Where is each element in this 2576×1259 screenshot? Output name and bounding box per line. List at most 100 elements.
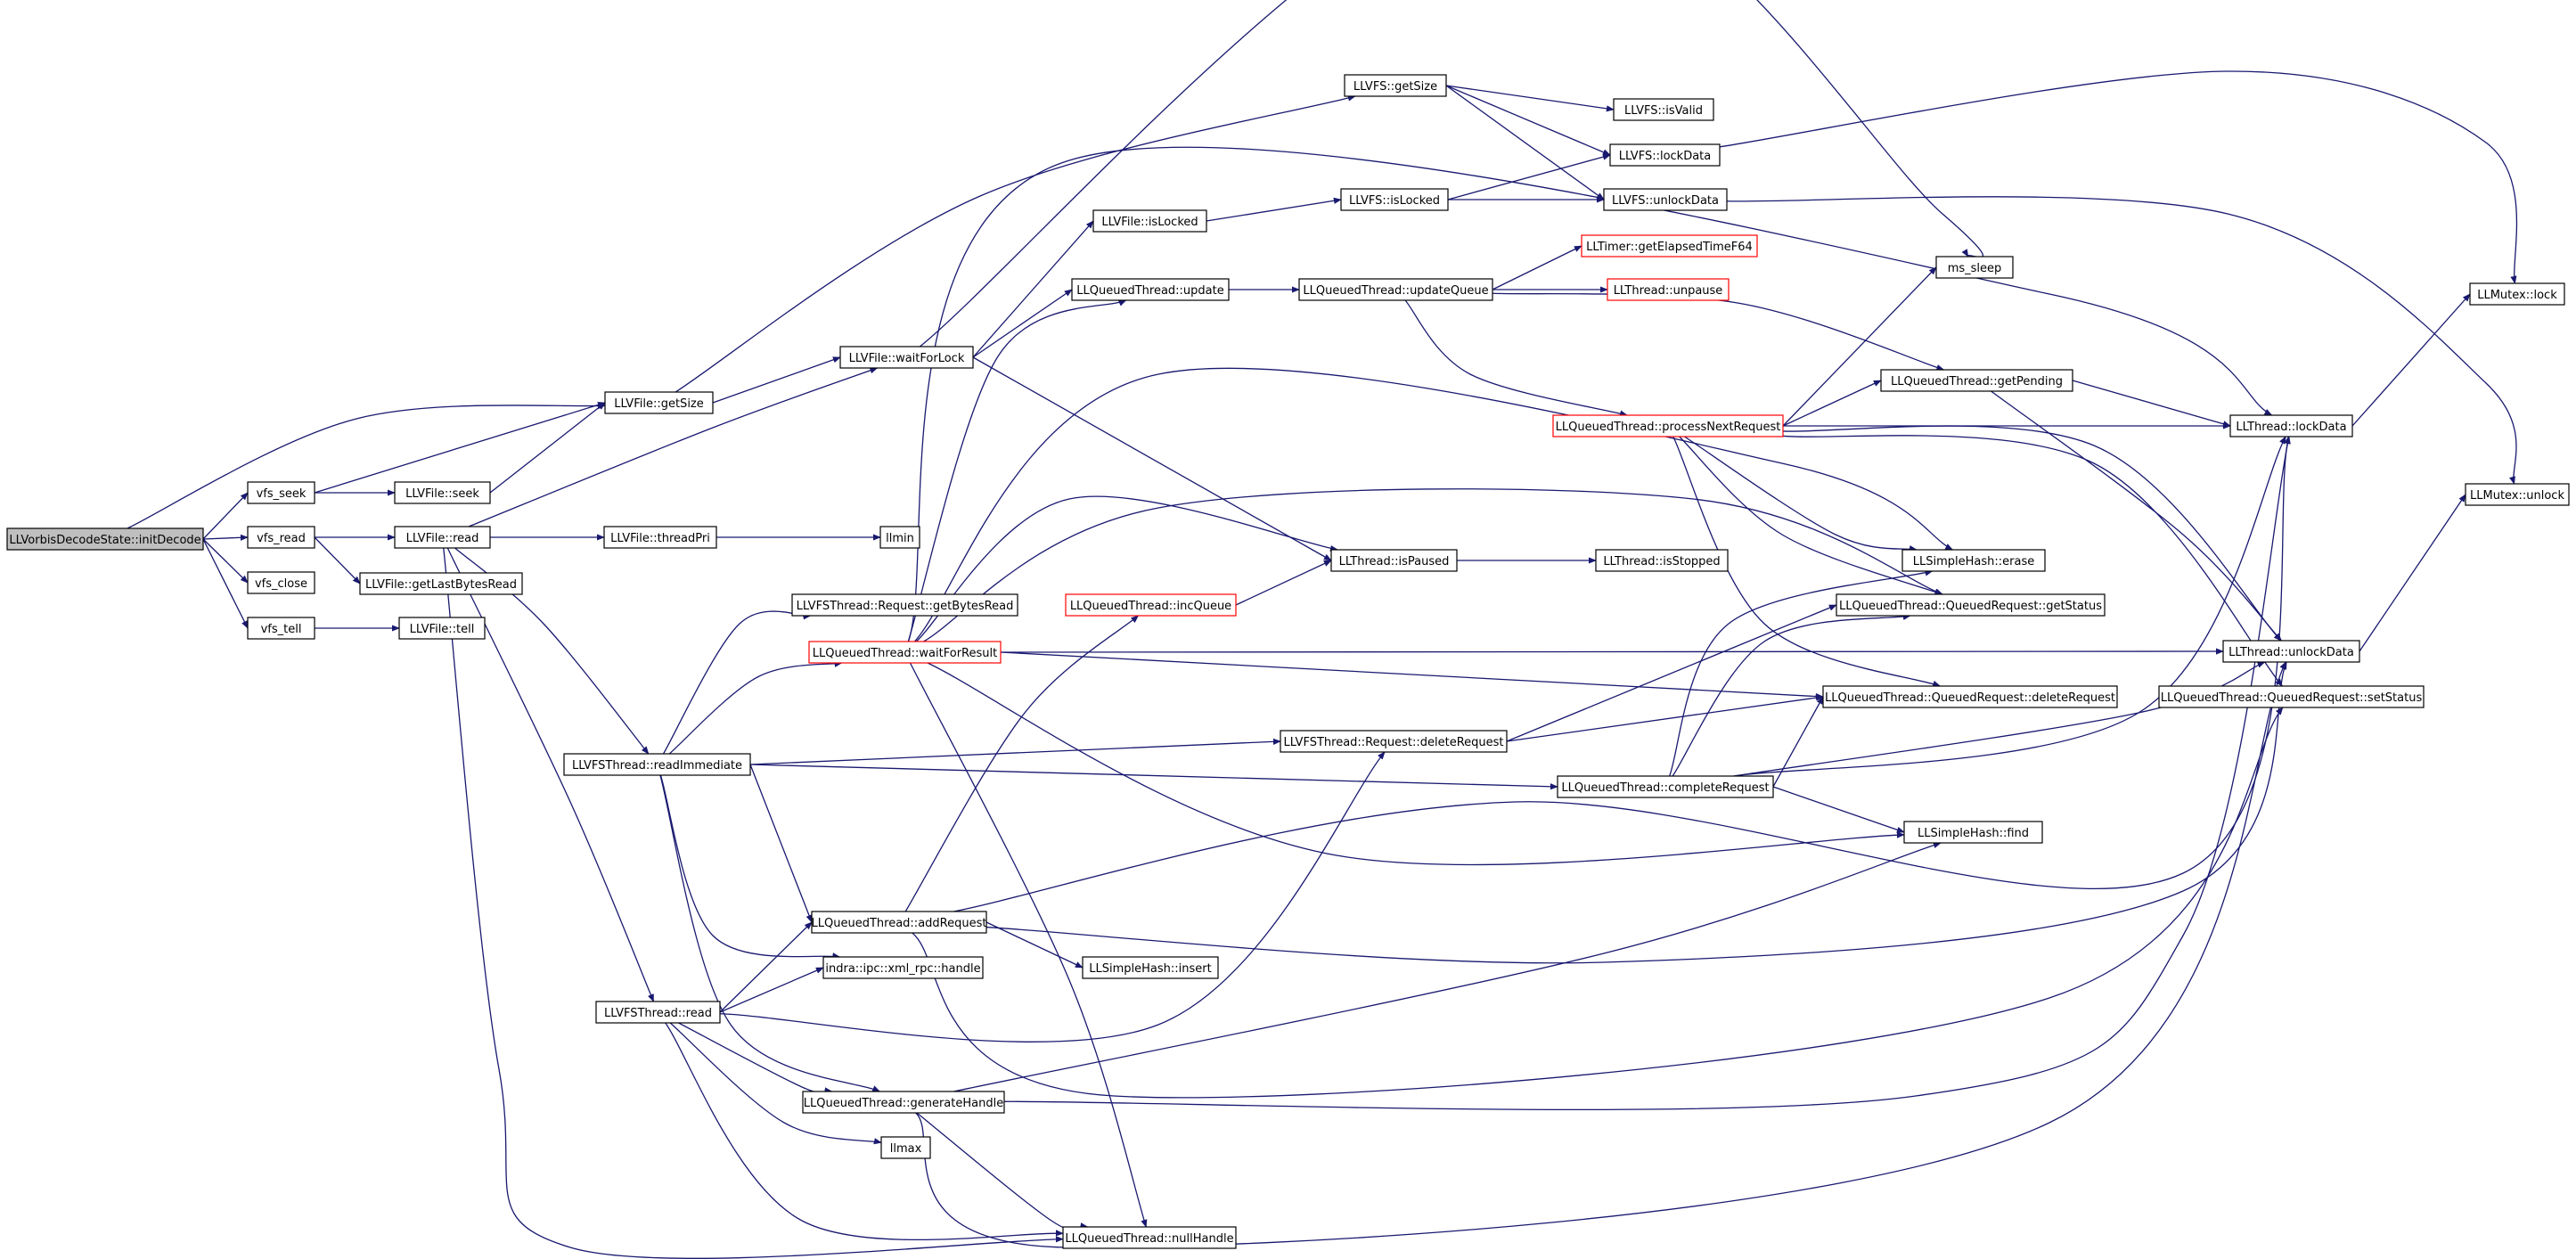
edge-vfs-read-to-llvfile-getlastbytesread: [314, 536, 361, 585]
node-label: LLVFile::threadPri: [610, 532, 710, 545]
node-llqt-req-deleterequest[interactable]: LLQueuedThread::QueuedRequest::deleteReq…: [1822, 685, 2118, 708]
node-box: [1280, 730, 1508, 753]
node-lltimer-elapsed[interactable]: LLTimer::getElapsedTimeF64: [1581, 234, 1758, 258]
node-llmax[interactable]: llmax: [880, 1136, 931, 1159]
node-llthread-unlockdata[interactable]: LLThread::unlockData: [2222, 640, 2360, 663]
node-box: [1071, 278, 1230, 301]
node-llvfile-getsize[interactable]: LLVFile::getSize: [604, 391, 714, 414]
node-initDecode[interactable]: LLVorbisDecodeState::initDecode: [6, 527, 204, 551]
node-llvfile-islocked[interactable]: LLVFile::isLocked: [1092, 209, 1207, 233]
node-label: vfs_seek: [257, 487, 307, 501]
node-label: LLQueuedThread::nullHandle: [1065, 1232, 1233, 1246]
node-llqt-req-setstatus[interactable]: LLQueuedThread::QueuedRequest::setStatus: [2158, 685, 2425, 708]
node-label: LLSimpleHash::find: [1918, 827, 2029, 840]
node-llqt-getpending[interactable]: LLQueuedThread::getPending: [1880, 369, 2073, 392]
edge-llqt-addrequest-to-llsimplehash-insert: [985, 921, 1084, 969]
node-llvfsthread-req-deleterequest[interactable]: LLVFSThread::Request::deleteRequest: [1280, 730, 1508, 753]
node-label: LLVFS::unlockData: [1612, 194, 1719, 208]
node-llqt-req-getstatus[interactable]: LLQueuedThread::QueuedRequest::getStatus: [1836, 593, 2106, 617]
node-box: [247, 571, 315, 594]
edge-llqt-completerequest-to-llqt-req-deleterequest: [1772, 696, 1824, 788]
node-llmin[interactable]: llmin: [879, 526, 920, 549]
node-llmutex-lock[interactable]: LLMutex::lock: [2469, 282, 2565, 306]
node-llsimplehash-insert[interactable]: LLSimpleHash::insert: [1082, 956, 1219, 979]
node-label: LLMutex::lock: [2477, 289, 2557, 302]
edge-llvfsthread-read-to-indra-handle: [719, 967, 824, 1013]
node-llvfs-lockdata[interactable]: LLVFS::lockData: [1609, 143, 1721, 167]
edge-llqt-waitforresult-to-llqt-req-getstatus: [923, 488, 1943, 642]
node-box: [2469, 282, 2565, 306]
node-box: [247, 481, 315, 504]
node-label: LLVorbisDecodeState::initDecode: [9, 534, 200, 547]
node-box: [1092, 209, 1207, 233]
node-llvfile-waitforlock[interactable]: LLVFile::waitForLock: [839, 346, 974, 369]
node-llvfile-tell[interactable]: LLVFile::tell: [398, 617, 486, 640]
node-llvfsthread-read[interactable]: LLVFSThread::read: [595, 1001, 721, 1024]
edge-llqt-waitforresult-to-llqt-nullhandle: [909, 662, 1148, 1228]
edge-llqt-addrequest-to-llthread-lockdata: [953, 436, 2291, 912]
edge-llqt-waitforresult-to-llsimplehash-find: [927, 662, 1905, 866]
edge-llvfsthread-readimmediate-to-llqt-addrequest: [749, 764, 813, 923]
node-box: [1581, 234, 1758, 258]
edge-llthread-unlockdata-to-llmutex-unlock: [2359, 494, 2466, 652]
node-box: [398, 617, 486, 640]
node-llqt-nullhandle[interactable]: LLQueuedThread::nullHandle: [1062, 1226, 1237, 1249]
node-box: [1607, 278, 1730, 301]
node-label: LLQueuedThread::getPending: [1891, 375, 2063, 388]
node-llqt-processnext[interactable]: LLQueuedThread::processNextRequest: [1552, 414, 1784, 437]
node-label: LLVFS::getSize: [1353, 80, 1437, 94]
node-llthread-lockdata[interactable]: LLThread::lockData: [2229, 414, 2353, 437]
node-llvfs-islocked[interactable]: LLVFS::isLocked: [1340, 188, 1449, 211]
node-llvfile-read[interactable]: LLVFile::read: [394, 526, 491, 549]
edge-llvfsthread-readimmediate-to-indra-handle: [659, 774, 841, 960]
node-llmutex-unlock[interactable]: LLMutex::unlock: [2465, 483, 2570, 506]
node-vfs-seek[interactable]: vfs_seek: [247, 481, 315, 504]
node-label: LLQueuedThread::QueuedRequest::setStatus: [2161, 691, 2423, 705]
node-label: LLVFSThread::readImmediate: [572, 759, 742, 773]
edge-llqt-waitforresult-to-llsimplehash-erase: [913, 367, 1954, 642]
node-box: [1935, 256, 2014, 279]
edge-llvfsthread-readimmediate-to-llqt-waitforresult: [668, 660, 843, 755]
node-llthread-ispaused[interactable]: LLThread::isPaused: [1330, 549, 1458, 572]
node-llvfile-threadpri[interactable]: LLVFile::threadPri: [603, 526, 717, 549]
node-llvfsthread-readimmediate[interactable]: LLVFSThread::readImmediate: [563, 753, 751, 776]
node-ms-sleep[interactable]: ms_sleep: [1935, 256, 2014, 279]
node-box: [2229, 414, 2353, 437]
node-llqt-updatequeue[interactable]: LLQueuedThread::updateQueue: [1298, 278, 1493, 301]
node-llthread-unpause[interactable]: LLThread::unpause: [1607, 278, 1730, 301]
node-label: LLSimpleHash::erase: [1913, 555, 2034, 568]
node-llvfile-seek[interactable]: LLVFile::seek: [394, 481, 491, 504]
node-llvfsthread-getbytesread[interactable]: LLVFSThread::Request::getBytesRead: [791, 593, 1018, 617]
node-llsimplehash-find[interactable]: LLSimpleHash::find: [1903, 821, 2043, 844]
node-llqt-generatehandle[interactable]: LLQueuedThread::generateHandle: [802, 1091, 1005, 1114]
node-box: [802, 1091, 1005, 1114]
node-llqt-completerequest[interactable]: LLQueuedThread::completeRequest: [1557, 775, 1774, 798]
edge-llqt-completerequest-to-llsimplehash-find: [1772, 786, 1905, 833]
node-label: LLMutex::unlock: [2470, 489, 2564, 503]
node-llsimplehash-erase[interactable]: LLSimpleHash::erase: [1901, 549, 2046, 572]
edge-llqt-waitforresult-to-llthread-unlockdata: [1000, 648, 2224, 655]
node-label: LLSimpleHash::insert: [1089, 962, 1211, 976]
node-label: LLQueuedThread::update: [1076, 284, 1223, 298]
edge-llvfile-waitforlock-to-ms-sleep: [919, 0, 1984, 347]
node-indra-handle[interactable]: indra::ipc::xml_rpc::handle: [822, 956, 984, 979]
node-box: [822, 956, 984, 979]
node-label: LLTimer::getElapsedTimeF64: [1586, 241, 1753, 254]
node-llqt-waitforresult[interactable]: LLQueuedThread::waitForResult: [808, 641, 1002, 664]
node-box: [880, 1136, 931, 1159]
edge-llvfsthread-read-to-llmax: [669, 1022, 882, 1145]
node-llvfs-unlockdata[interactable]: LLVFS::unlockData: [1603, 188, 1728, 211]
node-label: LLQueuedThread::incQueue: [1070, 600, 1231, 613]
node-box: [563, 753, 751, 776]
node-llvfs-isvalid[interactable]: LLVFS::isValid: [1613, 98, 1714, 121]
node-vfs-tell[interactable]: vfs_tell: [247, 617, 315, 640]
node-llqt-update[interactable]: LLQueuedThread::update: [1071, 278, 1230, 301]
node-llqt-incqueue[interactable]: LLQueuedThread::incQueue: [1065, 593, 1237, 617]
node-llvfile-getlastbytesread[interactable]: LLVFile::getLastBytesRead: [359, 572, 523, 595]
node-llvfs-getsize[interactable]: LLVFS::getSize: [1344, 74, 1447, 97]
node-vfs-read[interactable]: vfs_read: [247, 526, 315, 549]
node-llthread-isstopped[interactable]: LLThread::isStopped: [1595, 549, 1729, 572]
node-llqt-addrequest[interactable]: LLQueuedThread::addRequest: [811, 911, 987, 934]
node-label: LLThread::unpause: [1614, 284, 1723, 298]
node-vfs-close[interactable]: vfs_close: [247, 571, 315, 594]
